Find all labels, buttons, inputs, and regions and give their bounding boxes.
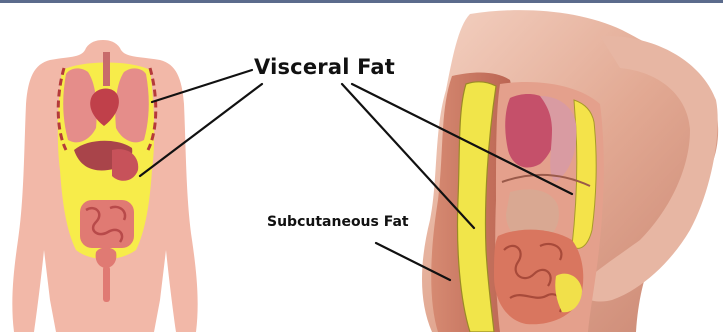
torso-cross-section bbox=[422, 10, 718, 332]
trachea bbox=[103, 52, 110, 86]
intestines bbox=[80, 200, 134, 248]
body-figure-front bbox=[12, 40, 197, 332]
right-lung bbox=[115, 68, 149, 142]
top-border bbox=[0, 0, 723, 3]
pelvic-vessel bbox=[103, 266, 110, 302]
subcutaneous-fat-label: Subcutaneous Fat bbox=[267, 214, 409, 230]
visceral-fat-label: Visceral Fat bbox=[254, 55, 395, 79]
